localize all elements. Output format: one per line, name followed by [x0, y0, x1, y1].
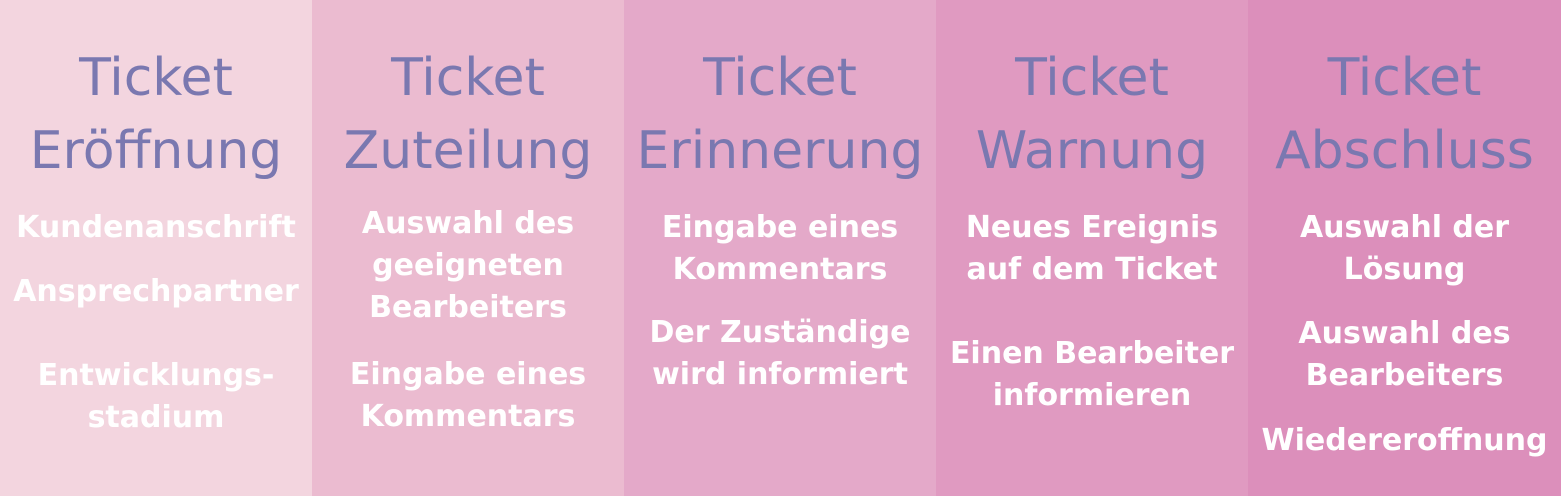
column-warnung: Ticket Warnung Neues Ereignis auf dem Ti… [936, 0, 1248, 496]
stage-item: Neues Ereignis auf dem Ticket [965, 210, 1219, 287]
column-title: Ticket Zuteilung [343, 48, 593, 181]
stage-item: Auswahl des Bearbeiters [1298, 316, 1511, 393]
stage-item: Wiedereroffnung [1261, 423, 1548, 458]
stage-item: Auswahl der Lösung [1299, 210, 1510, 287]
stage-item: Eingabe eines Kommentars [661, 210, 899, 287]
column-erinnerung: Ticket Erinnerung Eingabe eines Kommenta… [624, 0, 936, 496]
stage-item: Auswahl des geeigneten Bearbeiters [361, 206, 575, 325]
stage-item: Eingabe eines Kommentars [349, 357, 587, 434]
column-abschluss: Ticket Abschluss Auswahl der Lösung Ausw… [1248, 0, 1561, 496]
column-title: Ticket Eröffnung [29, 48, 283, 181]
stage-item: Ansprechpartner [13, 274, 299, 309]
column-title: Ticket Warnung [975, 48, 1209, 181]
stage-item: Einen Bearbeiter informieren [949, 336, 1235, 413]
stage-item: Entwicklungs- stadium [37, 358, 275, 435]
stage-item: Kundenanschrift [16, 210, 296, 245]
column-zuteilung: Ticket Zuteilung Auswahl des geeigneten … [312, 0, 624, 496]
stage-item: Der Zuständige wird informiert [649, 315, 911, 392]
column-eroeffnung: Ticket Eröffnung Kundenanschrift Ansprec… [0, 0, 312, 496]
column-title: Ticket Erinnerung [636, 48, 924, 181]
column-title: Ticket Abschluss [1275, 48, 1534, 181]
